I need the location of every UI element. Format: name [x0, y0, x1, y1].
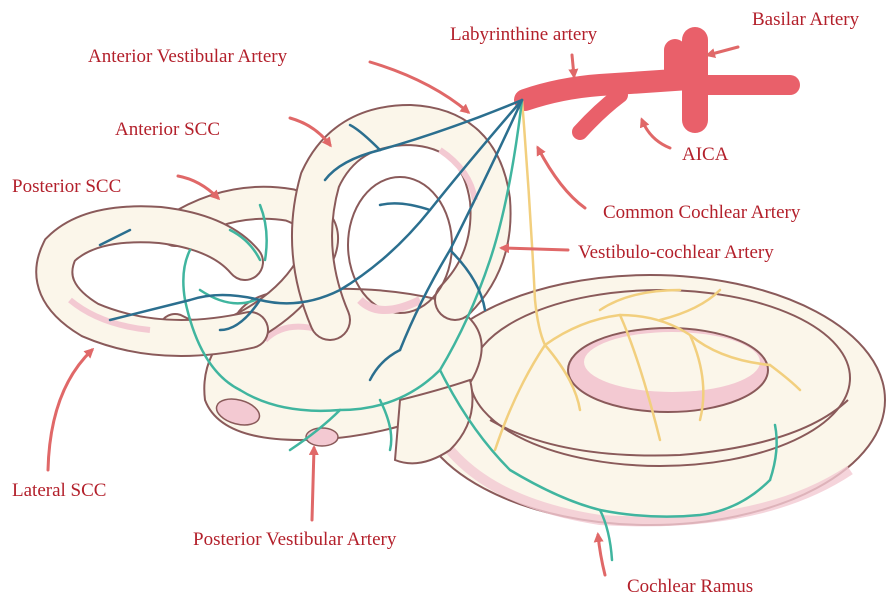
- label-lateral-scc: Lateral SCC: [12, 480, 106, 501]
- labyrinthine-artery-vessel: [525, 50, 675, 100]
- arrow-basilar-artery: [708, 47, 738, 55]
- arrow-aica: [642, 120, 670, 148]
- label-posterior-vestibular-artery: Posterior Vestibular Artery: [193, 529, 397, 550]
- label-labyrinthine-artery: Labyrinthine artery: [450, 24, 598, 45]
- arrow-labyrinthine-artery: [572, 55, 574, 76]
- label-anterior-vestibular-artery: Anterior Vestibular Artery: [88, 46, 288, 67]
- lateral-scc: [54, 224, 250, 338]
- arrow-posterior-vestibular-artery: [312, 448, 314, 520]
- aica-vessel: [580, 95, 620, 132]
- label-vestibulo-cochlear-artery: Vestibulo-cochlear Artery: [578, 242, 774, 263]
- arrow-lateral-scc: [48, 350, 92, 470]
- arrow-vestibulo-cochlear-artery: [502, 248, 568, 250]
- label-aica: AICA: [682, 144, 729, 165]
- label-anterior-scc: Anterior SCC: [115, 119, 220, 140]
- arrow-cochlear-ramus: [598, 535, 605, 575]
- label-posterior-scc: Posterior SCC: [12, 176, 121, 197]
- arrow-anterior-vestibular-artery: [370, 62, 468, 112]
- label-basilar-artery: Basilar Artery: [752, 9, 860, 30]
- arrow-common-cochlear-artery: [538, 148, 585, 208]
- artery-trunk: [525, 40, 790, 132]
- label-cochlear-ramus: Cochlear Ramus: [627, 576, 753, 597]
- label-common-cochlear-artery: Common Cochlear Artery: [603, 202, 801, 223]
